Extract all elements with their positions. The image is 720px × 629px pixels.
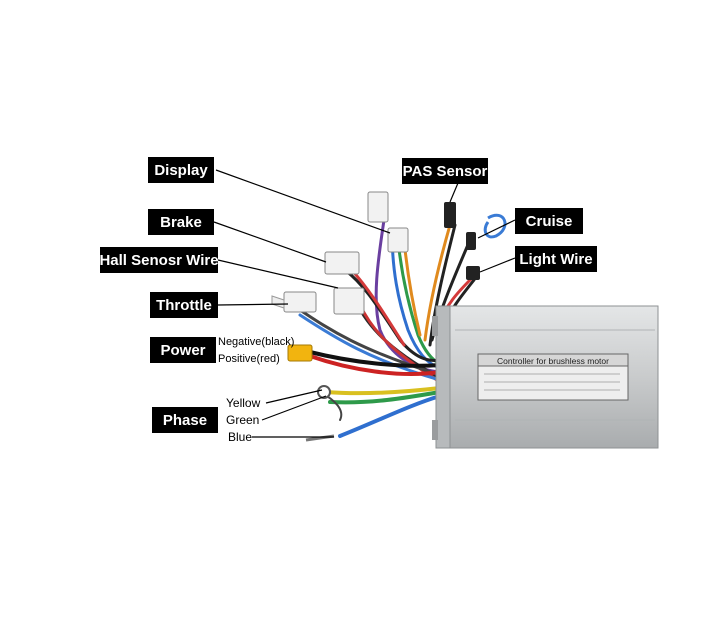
phase-ring-terminal xyxy=(317,385,331,399)
display-connector xyxy=(387,227,409,253)
green-leader xyxy=(261,395,327,421)
nameplate-title: Controller for brushless motor xyxy=(497,356,609,366)
label-phase: Phase xyxy=(152,407,218,433)
pas-connector xyxy=(444,202,456,228)
display-connector-top xyxy=(367,191,389,223)
nameplate-header xyxy=(477,353,629,367)
label-light-wire: Light Wire xyxy=(515,246,597,272)
yellow-leader xyxy=(265,389,323,404)
hall-connector xyxy=(333,287,365,315)
label-throttle: Throttle xyxy=(150,292,218,318)
mount-tab-top xyxy=(432,316,438,336)
cruise-connector xyxy=(466,232,476,250)
brake-leader xyxy=(213,221,327,263)
label-display: Display xyxy=(148,157,214,183)
label-cruise: Cruise xyxy=(515,208,583,234)
label-positive-lead: Positive(red) xyxy=(218,353,280,365)
label-pas-sensor: PAS Sensor xyxy=(402,158,488,184)
controller-end-cap xyxy=(435,305,451,449)
throttle-connector-tab xyxy=(271,295,285,309)
connectors xyxy=(271,191,480,442)
hall-leader xyxy=(217,259,339,289)
brake-connector xyxy=(324,251,360,275)
label-power: Power xyxy=(150,337,216,363)
display-leader xyxy=(215,169,391,234)
label-hall-sensor-wire: Hall Senosr Wire xyxy=(99,247,219,273)
label-negative-lead: Negative(black) xyxy=(218,336,295,348)
cruise-leader xyxy=(477,219,516,239)
power-xt60-connector xyxy=(287,344,313,362)
throttle-connector xyxy=(283,291,317,313)
light-leader xyxy=(479,257,516,273)
leader-lines xyxy=(213,169,516,438)
pas-leader xyxy=(449,182,459,203)
label-phase-blue: Blue xyxy=(228,430,253,444)
cruise-wire-loop xyxy=(483,213,507,239)
label-phase-green: Green xyxy=(226,413,260,427)
controller-body: Controller for brushless motor xyxy=(432,305,659,449)
label-phase-yellow: Yellow xyxy=(226,396,261,410)
light-connector xyxy=(466,266,480,280)
throttle-leader xyxy=(217,303,289,306)
mount-tab-bottom xyxy=(432,420,438,440)
label-brake: Brake xyxy=(148,209,214,235)
